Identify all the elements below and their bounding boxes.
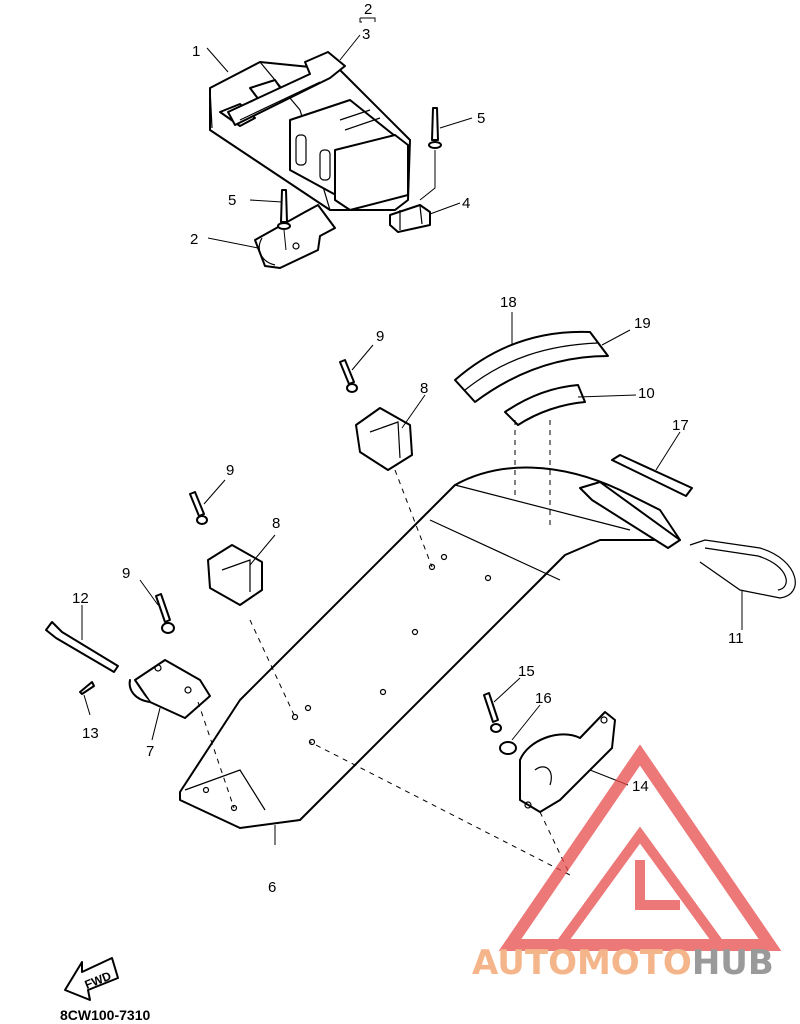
callout-6: 6: [268, 879, 276, 896]
stay-part-7: [128, 659, 211, 719]
watermark-text-part1: AUTOMOTO: [472, 943, 692, 983]
callout-10: 10: [638, 385, 655, 402]
screw-part-9c: [155, 593, 175, 634]
diagram-code: 8CW100-7310: [60, 1007, 150, 1023]
callout-4: 4: [462, 195, 470, 212]
callout-14: 14: [632, 778, 649, 795]
callout-3: 3: [362, 26, 370, 43]
strap-part-3: [227, 51, 346, 126]
callout-8-upper: 8: [420, 380, 428, 397]
callout-2: 2: [190, 231, 198, 248]
pin-part-13: [79, 681, 95, 695]
callout-7: 7: [146, 743, 154, 760]
callout-9-upper: 9: [376, 328, 384, 345]
watermark-text: AUTOMOTOHUB: [472, 943, 774, 983]
callout-12: 12: [72, 590, 89, 607]
emblem-part-18: [454, 330, 609, 403]
bracket-part-4: [389, 204, 431, 233]
callout-9-middle: 9: [226, 462, 234, 479]
callout-2-top: 2: [364, 1, 372, 18]
emblem-part-10: [504, 384, 586, 426]
fwd-arrow-icon: FWD: [64, 957, 119, 1001]
watermark-text-part2: HUB: [692, 943, 774, 983]
nut-part-16: [499, 741, 517, 755]
bolt-part-12: [45, 621, 119, 673]
strip-part-17: [611, 454, 693, 497]
screw-part-9a: [339, 359, 358, 393]
bracket-part-2: [254, 204, 336, 269]
callout-8-lower: 8: [272, 515, 280, 532]
callout-5-right: 5: [477, 110, 485, 127]
screw-part-15: [483, 692, 502, 733]
screw-part-5a: [428, 107, 442, 149]
callout-16: 16: [535, 690, 552, 707]
screw-part-9b: [189, 491, 208, 525]
callout-11: 11: [728, 630, 744, 647]
callout-15: 15: [518, 663, 535, 680]
watermark-logo-icon: [498, 744, 782, 951]
fender-panel-part-6: [179, 466, 681, 829]
bracket-part-14: [519, 711, 616, 813]
clip-part-8b: [355, 407, 413, 471]
callout-9-lower: 9: [122, 565, 130, 582]
callout-17: 17: [672, 417, 689, 434]
clip-part-8a: [207, 544, 263, 606]
callout-1: 1: [192, 43, 200, 60]
callout-13: 13: [82, 725, 99, 742]
screw-part-5b: [277, 189, 291, 230]
callout-5-left: 5: [228, 192, 236, 209]
callout-18: 18: [500, 294, 517, 311]
rail-part-11: [579, 481, 796, 599]
callout-19: 19: [634, 315, 651, 332]
